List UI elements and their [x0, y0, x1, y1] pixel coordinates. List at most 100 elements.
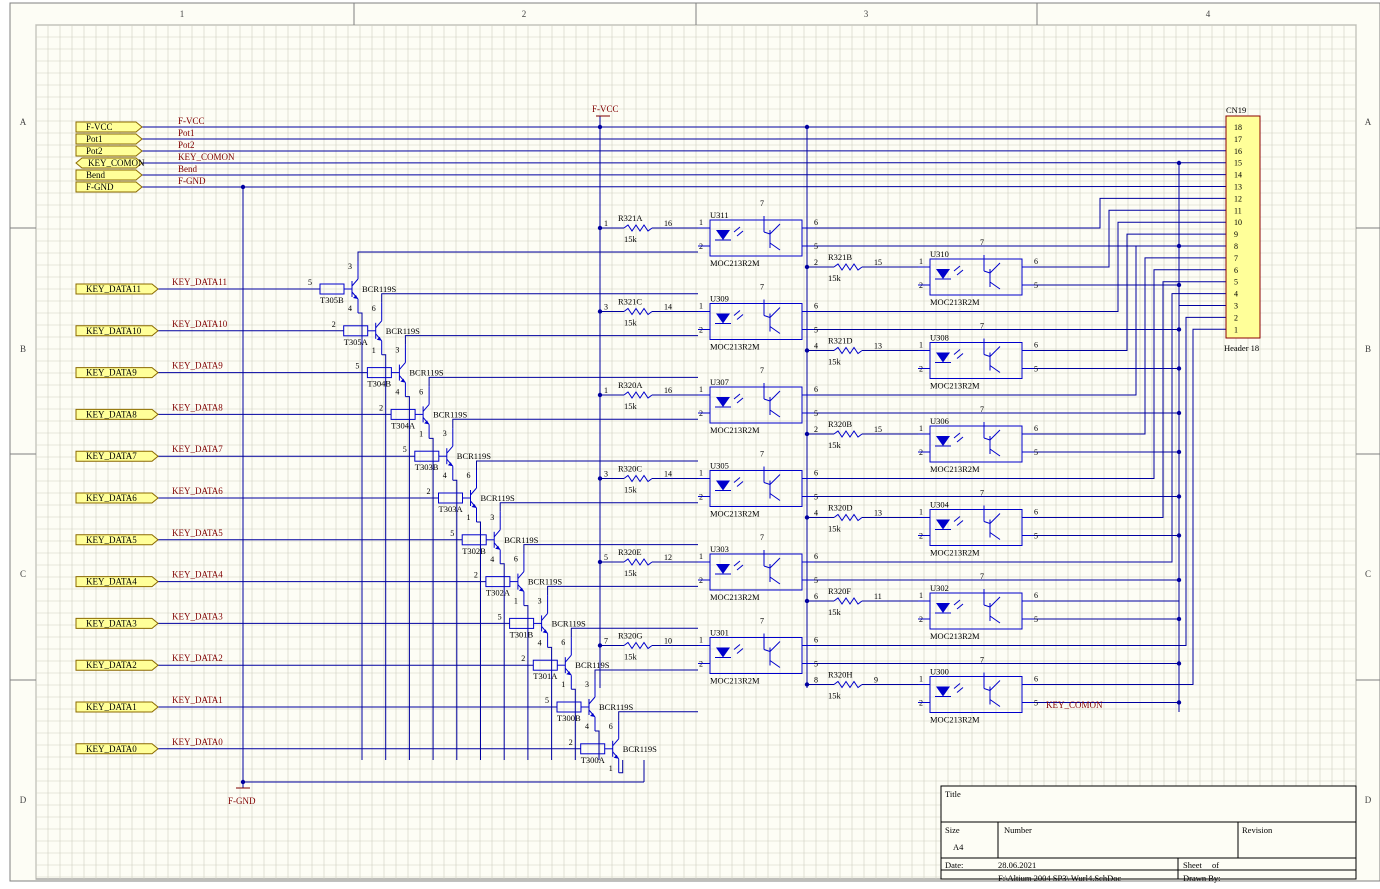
resistor-ref: R320C	[618, 464, 642, 474]
connector-pin-8: 8	[1234, 242, 1238, 251]
opto-pin-emitter: 5	[814, 576, 818, 585]
resistor-pin-b: 11	[874, 592, 882, 601]
connector-pin-17: 17	[1234, 135, 1242, 144]
opto-part: MOC213R2M	[710, 258, 760, 268]
resistor-ref: R321D	[828, 336, 853, 346]
net-label: F-GND	[178, 176, 206, 186]
opto-pin-collector: 6	[1034, 591, 1038, 600]
frame-row-c-right: C	[1365, 569, 1371, 579]
junction	[805, 125, 809, 129]
port-label: KEY_DATA6	[86, 493, 137, 503]
resistor-pin-b: 9	[874, 676, 878, 685]
opto-pin-anode: 1	[699, 302, 703, 311]
transistor-ref: T305B	[320, 295, 344, 305]
junction	[1177, 366, 1181, 370]
transistor-base-pin: 2	[569, 738, 573, 747]
resistor-ref: R320E	[618, 547, 642, 557]
transistor-base-pin: 5	[308, 278, 312, 287]
transistor-part: BCR119S	[433, 409, 467, 419]
opto-pin-anode: 1	[699, 636, 703, 645]
net-label: KEY_DATA0	[172, 737, 223, 747]
opto-part: MOC213R2M	[930, 297, 980, 307]
number-label: Number	[1004, 825, 1032, 835]
frame-col-1: 1	[180, 9, 185, 19]
transistor-base-pin: 5	[545, 696, 549, 705]
resistor-pin-b: 15	[874, 425, 882, 434]
resistor-ref: R320H	[828, 670, 853, 680]
opto-pin-emitter: 5	[814, 660, 818, 669]
transistor-base-pin: 5	[355, 362, 359, 371]
transistor-pin-bottom: 1	[372, 346, 376, 355]
port-label: Pot2	[86, 146, 103, 156]
opto-ref: U303	[710, 544, 729, 554]
opto-pin-collector: 6	[814, 469, 818, 478]
resistor-ref: R321B	[828, 252, 852, 262]
junction	[241, 185, 245, 189]
resistor-value: 15k	[624, 485, 638, 495]
transistor-pin-top: 6	[609, 722, 613, 731]
opto-part: MOC213R2M	[930, 715, 980, 725]
transistor-ref: T300A	[581, 755, 606, 765]
transistor-pin-top: 3	[395, 346, 399, 355]
opto-pin-collector: 6	[814, 302, 818, 311]
resistor-value: 15k	[624, 652, 638, 662]
resistor-value: 15k	[624, 401, 638, 411]
junction	[598, 226, 602, 230]
transistor-base-pin: 2	[332, 320, 336, 329]
transistor-base-pin: 5	[498, 612, 502, 621]
resistor-pin-a: 2	[814, 258, 818, 267]
opto-pin-anode: 1	[919, 675, 923, 684]
resistor-ref: R320B	[828, 419, 852, 429]
frame-col-2: 2	[522, 9, 527, 19]
junction	[805, 682, 809, 686]
opto-pin-anode: 1	[919, 508, 923, 517]
net-label: KEY_DATA11	[172, 277, 227, 287]
frame-row-a-left: A	[20, 117, 27, 127]
transistor-pin-top: 3	[538, 596, 542, 605]
net-label: Bend	[178, 164, 197, 174]
transistor-pin-top: 3	[443, 429, 447, 438]
opto-ref: U301	[710, 628, 729, 638]
opto-ref: U311	[710, 210, 729, 220]
transistor-part: BCR119S	[623, 744, 657, 754]
connector-pin-2: 2	[1234, 313, 1238, 322]
opto-pin-base: 7	[760, 366, 764, 375]
opto-pin-anode: 1	[699, 552, 703, 561]
connector-pin-13: 13	[1234, 183, 1242, 192]
sheet-label: Sheet	[1183, 860, 1203, 870]
resistor-value: 15k	[624, 234, 638, 244]
transistor-ref: T304A	[391, 420, 416, 430]
port-label: KEY_DATA8	[86, 409, 137, 419]
opto-ref: U309	[710, 294, 729, 304]
connector-pin-4: 4	[1234, 290, 1238, 299]
transistor-base-pin: 5	[403, 445, 407, 454]
transistor-pin-bottom: 4	[395, 388, 399, 397]
net-label: KEY_DATA9	[172, 361, 223, 371]
transistor-ref: T305A	[344, 337, 369, 347]
resistor-ref: R320A	[618, 380, 643, 390]
opto-pin-emitter: 5	[1034, 532, 1038, 541]
resistor-value: 15k	[624, 568, 638, 578]
connector-pin-18: 18	[1234, 123, 1242, 132]
junction	[598, 125, 602, 129]
opto-ref: U310	[930, 249, 949, 259]
opto-part: MOC213R2M	[710, 592, 760, 602]
net-label: KEY_DATA5	[172, 528, 223, 538]
transistor-part: BCR119S	[457, 451, 491, 461]
port-label: KEY_DATA10	[86, 326, 142, 336]
junction	[598, 643, 602, 647]
transistor-base-pin: 2	[474, 571, 478, 580]
resistor-value: 15k	[828, 273, 842, 283]
port-label: F-VCC	[86, 122, 113, 132]
opto-pin-base: 7	[980, 238, 984, 247]
transistor-pin-top: 3	[348, 262, 352, 271]
junction	[805, 515, 809, 519]
opto-pin-emitter: 5	[814, 493, 818, 502]
junction	[1177, 327, 1181, 331]
transistor-ref: T303A	[439, 504, 464, 514]
port-label: KEY_DATA7	[86, 451, 137, 461]
transistor-pin-bottom: 4	[538, 638, 542, 647]
opto-pin-emitter: 5	[1034, 365, 1038, 374]
junction	[1177, 450, 1181, 454]
junction	[1177, 411, 1181, 415]
